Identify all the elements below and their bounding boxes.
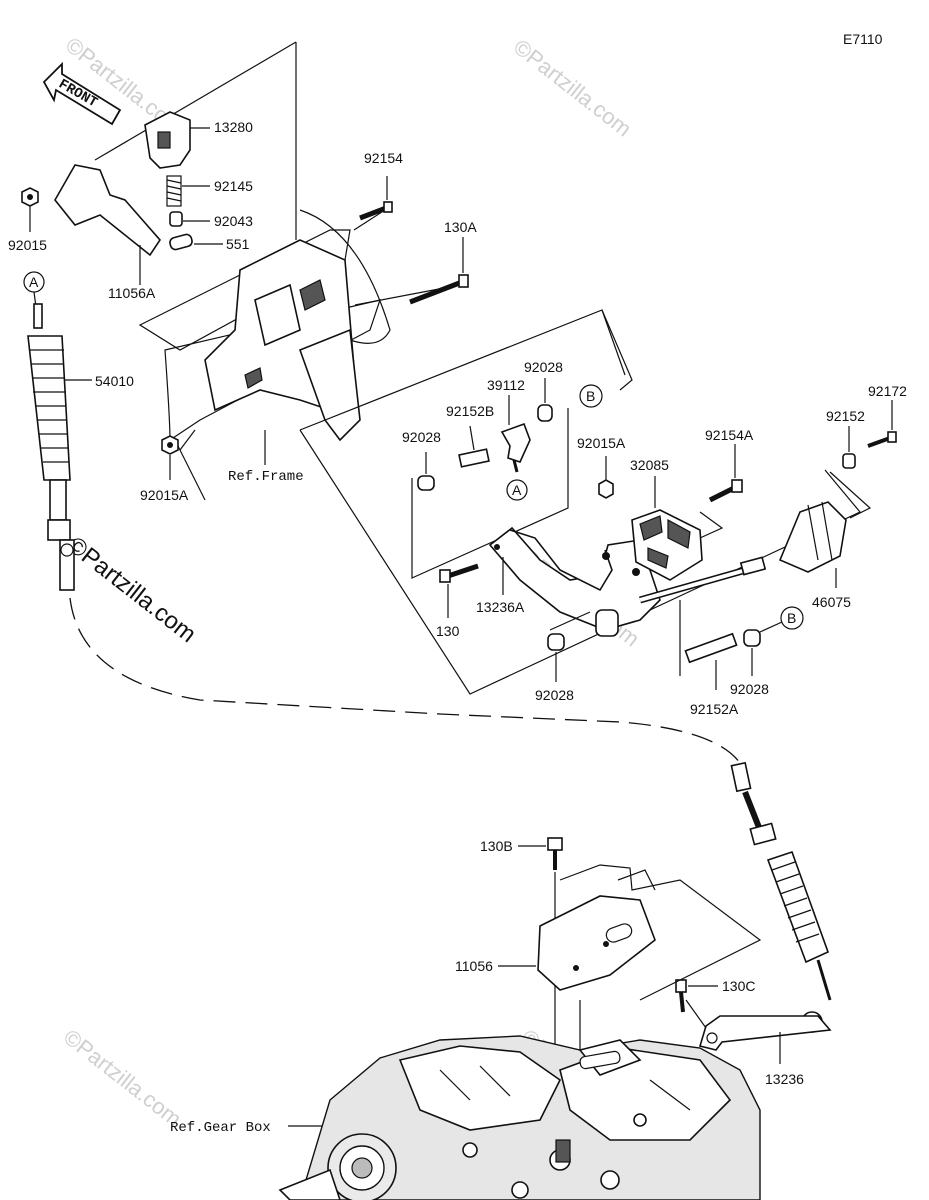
cable-route-dashed [69,597,743,767]
part-13280-icon [144,111,191,169]
spring-92145-icon [166,175,182,207]
bracket-slot [617,869,656,891]
label-39112: 39112 [487,377,525,393]
label-32085: 32085 [630,457,669,473]
bracket-line-knob [829,471,872,519]
front-arrow-label: FRONT [56,76,100,111]
label-92028-top: 92028 [524,359,563,375]
watermark-top-right: ©Partzilla.com [509,34,636,141]
bushing-92028-bottom-icon [547,633,565,651]
bracket-line-11056 [559,864,762,1001]
callout-A-cable-top-label: A [29,274,39,290]
label-13280: 13280 [214,119,253,135]
damper-32085-icon [631,509,703,581]
label-551: 551 [226,236,250,252]
bolt-130C-icon [675,979,687,1013]
bracket-11056-icon [537,895,656,991]
pin-92152B-icon [458,448,490,468]
screw-92172-icon [867,431,897,448]
ref-gear-box-label: Ref.Gear Box [170,1120,271,1136]
diagram-code: E7110 [843,31,883,47]
label-92028-bottom: 92028 [535,687,574,703]
label-46075: 46075 [812,594,851,610]
label-92028-left: 92028 [402,429,441,445]
label-92152A: 92152A [690,701,739,717]
bolt-130-icon [439,563,479,583]
callout-B-top-label: B [586,388,595,404]
bolt-92154-icon [359,176,393,221]
watermark-dark: ©Partzilla.com [62,531,201,648]
bolt-130B-icon [547,837,563,870]
label-54010: 54010 [95,373,134,389]
callout-B-bottom-label: B [787,610,796,626]
callout-B-bottom [780,606,804,630]
callout-A-mid [506,479,528,501]
label-92028-right: 92028 [730,681,769,697]
nut-92015A-mid-icon [598,479,614,499]
shift-lever-assembly-box [299,309,861,695]
label-92043: 92043 [214,213,253,229]
label-92154A: 92154A [705,427,754,443]
label-11056: 11056 [455,958,493,974]
bracket-line-left [411,408,569,579]
bracket-line-92154A [699,511,724,539]
nut-92015-icon [21,187,39,207]
label-92145: 92145 [214,178,253,194]
joint-39112-icon [500,422,531,473]
bushing-92028-top-icon [537,404,553,422]
bolt-92154A-icon [708,479,743,503]
callout-B-top [579,384,603,408]
bushing-92028-left-icon [417,475,435,491]
ref-frame-label: Ref.Frame [228,469,304,485]
label-92152: 92152 [826,408,865,424]
label-92152B: 92152B [446,403,494,419]
collar-92152-icon [842,453,856,469]
label-13236: 13236 [765,1071,804,1087]
frame-region [94,41,461,501]
bolt-130A-icon [409,237,469,305]
gear-box-icon [278,1035,761,1200]
shift-rod-icon [639,556,767,604]
label-92172: 92172 [868,383,907,399]
pin-92152A-icon [684,632,738,664]
label-130A: 130A [444,219,477,235]
label-92015A-left: 92015A [140,487,189,503]
nut-92015A-left-icon [161,435,179,455]
knob-46075-icon [778,501,847,573]
label-92154: 92154 [364,150,403,166]
label-130: 130 [436,623,460,639]
label-130B: 130B [480,838,513,854]
label-92015A-mid: 92015A [577,435,626,451]
arm-13236-icon [698,1015,832,1051]
cap-92043-icon [169,211,183,227]
cable-54010-icon [27,291,75,591]
bushing-92028-right-icon [743,629,761,647]
guard-11056A-icon [54,164,162,257]
watermark-bottom-left: ©Partzilla.com [59,1024,186,1131]
label-92015: 92015 [8,237,47,253]
label-11056A: 11056A [108,285,156,301]
callout-A-mid-label: A [512,482,522,498]
pin-551-icon [169,233,193,251]
label-130C: 130C [722,978,755,994]
label-13236A: 13236A [476,599,525,615]
